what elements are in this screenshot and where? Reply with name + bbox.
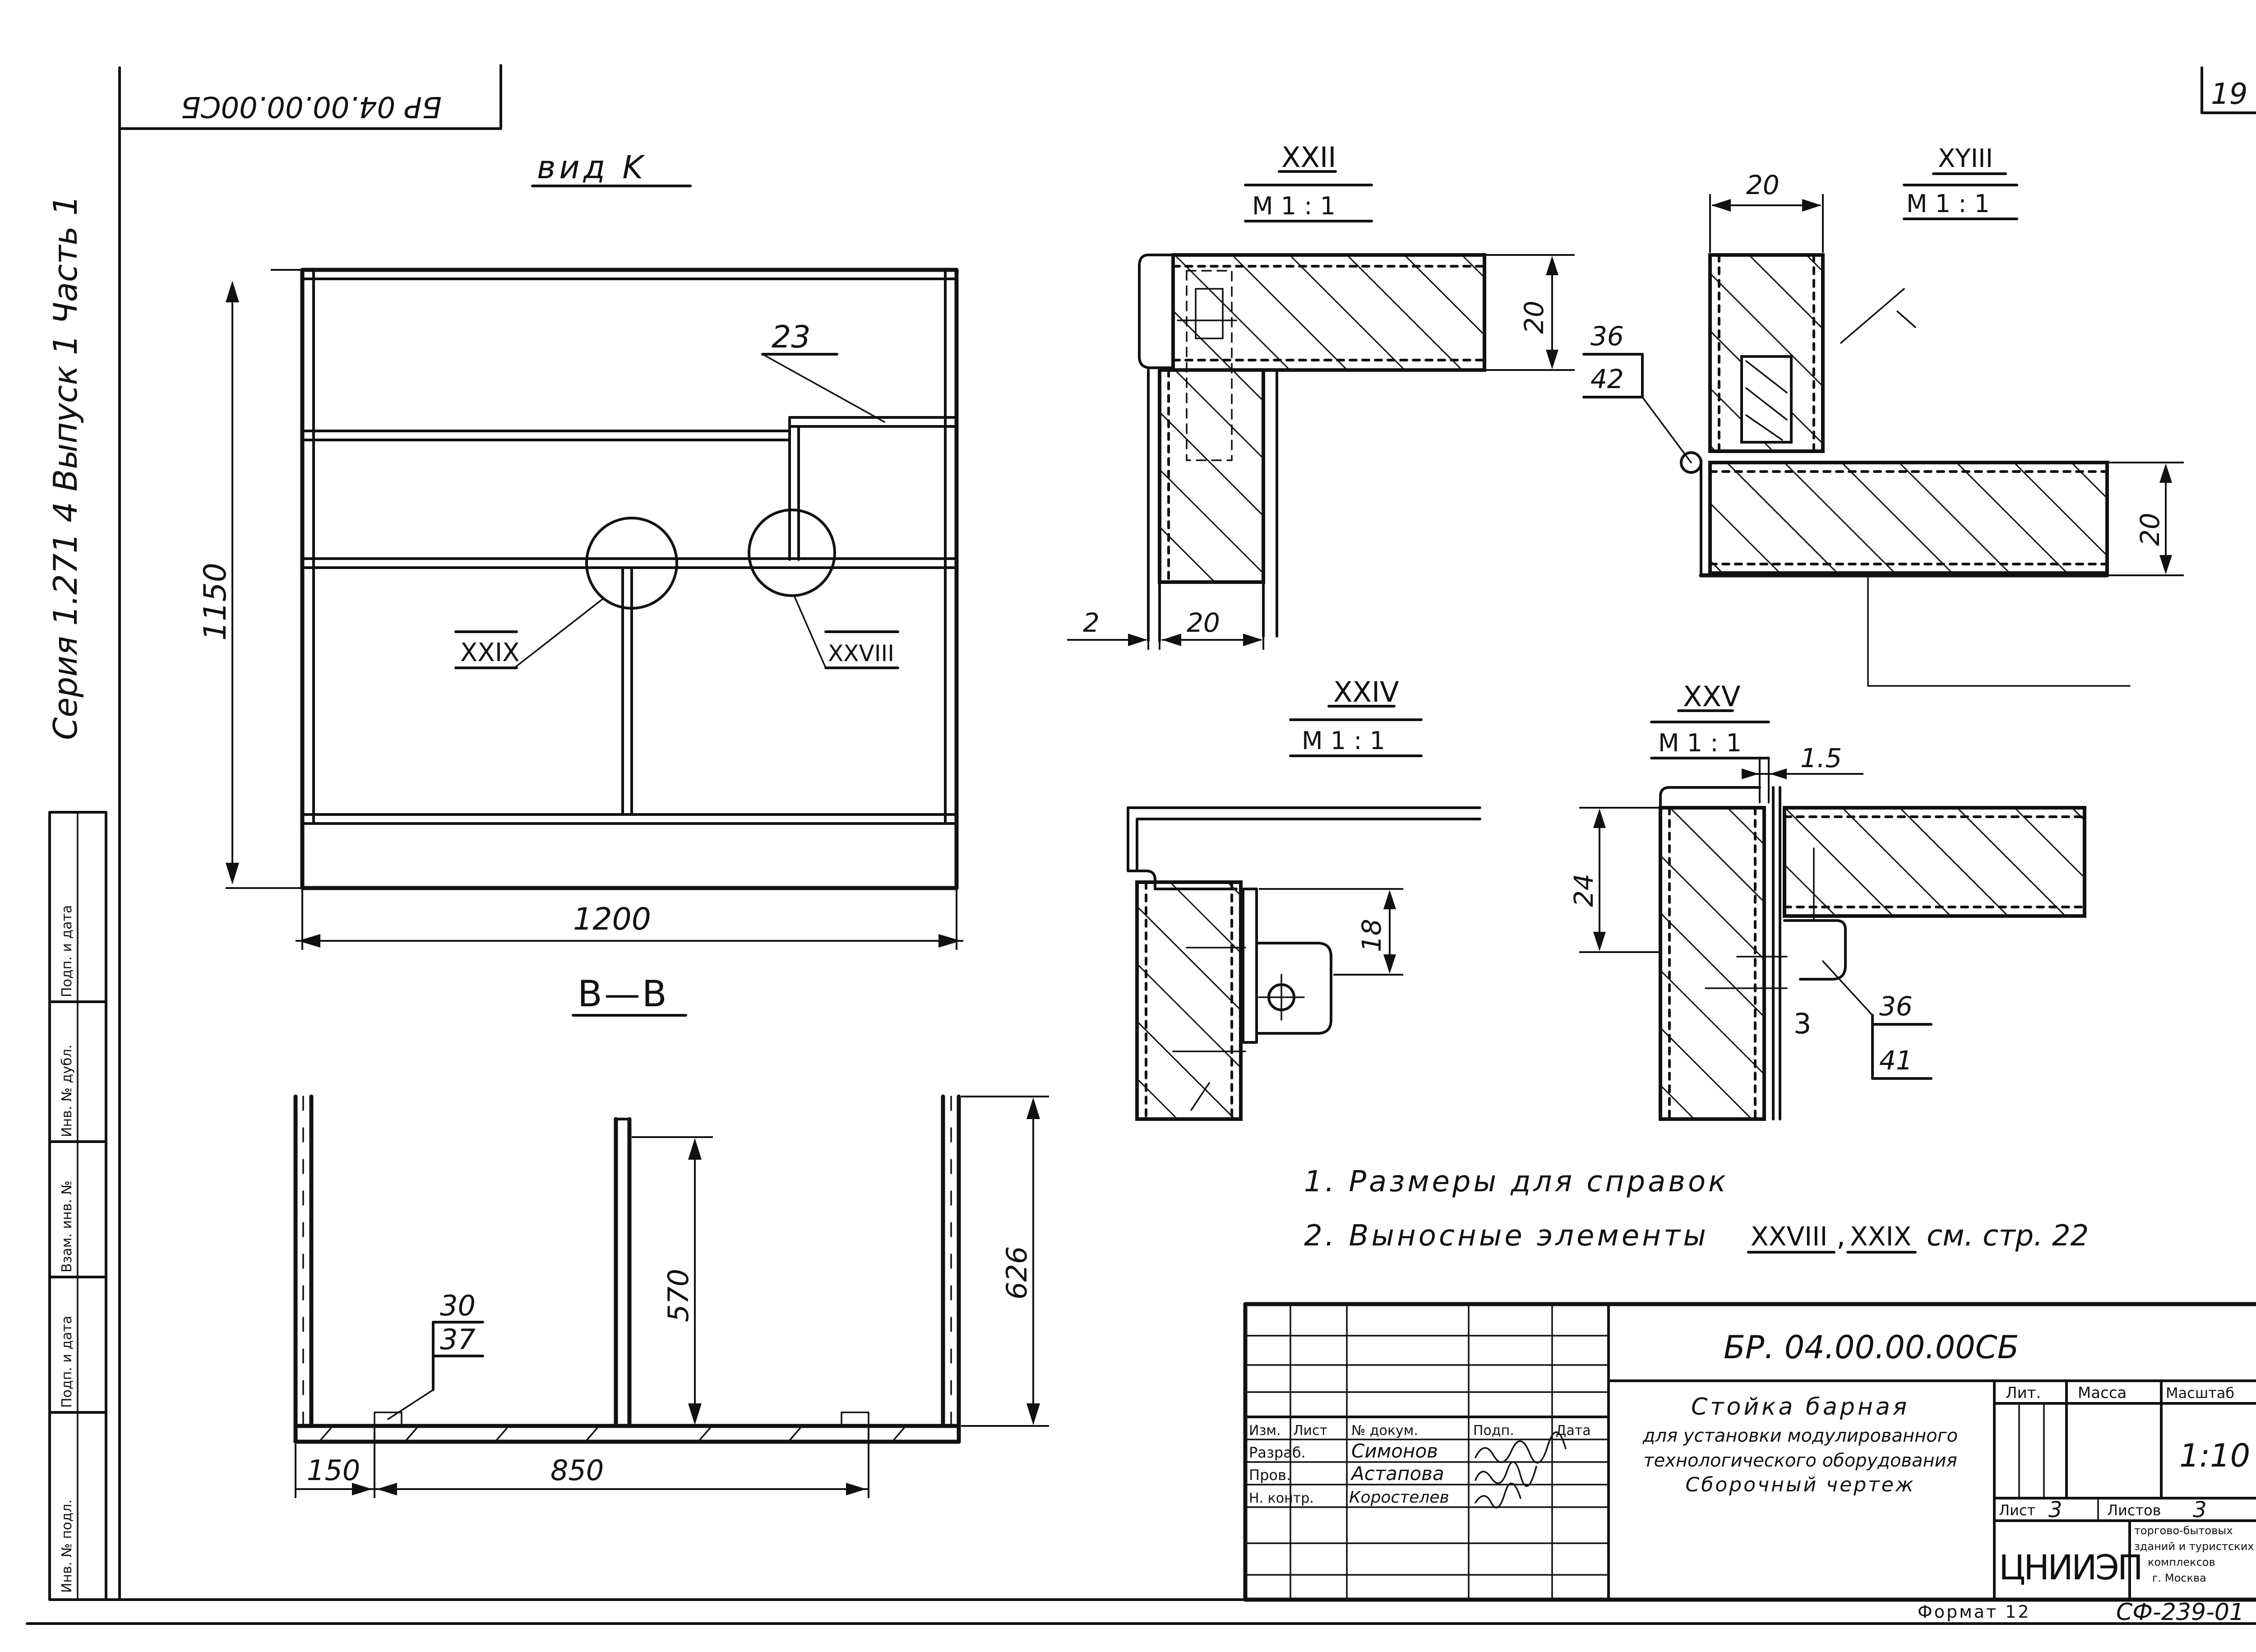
signature-nkontr: [1475, 1482, 1521, 1509]
detail-xviii-scale: М 1 : 1: [1906, 190, 1990, 218]
detail-xxiv-dim-18: 18: [1356, 919, 1387, 952]
detail-xxv-callout-36: 36: [1879, 991, 1913, 1022]
stamp-code-box: БР 04.00.00.00СБ: [118, 64, 502, 130]
detail-xxv-title: XXV: [1683, 680, 1740, 713]
page-number: 19: [2201, 66, 2256, 114]
tb-org-logo: ЦНИИЭП: [1999, 1547, 2141, 1587]
tb-hdr-doc: № докум.: [1351, 1423, 1418, 1439]
section-bb-dim-150: 150: [307, 1454, 360, 1487]
detail-xxii-dim-20-vertical: 20: [1519, 301, 1549, 334]
detail-xxv-dim-3: 3: [1794, 1007, 1811, 1040]
detail-xviii-dim-20-side: 20: [2135, 513, 2165, 546]
tb-role-nkontr: Н. контр.: [1249, 1490, 1314, 1506]
detail-xxv: XXV М 1 : 1 1.5 24 3: [1568, 680, 2086, 1121]
tb-scale-value: 1:10: [2179, 1437, 2250, 1474]
side-stamp-cell-1: Инв. № подл.: [59, 1499, 75, 1593]
side-stamp: Инв. № подл. Подп. и дата Взам. инв. № И…: [48, 811, 107, 1601]
section-bb-title: В—В: [578, 973, 669, 1015]
view-k-callout-23: 23: [772, 319, 811, 355]
side-stamp-cell-3: Взам. инв. №: [59, 1180, 75, 1273]
tb-org-line-4: г. Москва: [2152, 1572, 2206, 1584]
note-line-2-prefix: 2. Выносные элементы: [1304, 1219, 1709, 1253]
note-line-2-ref2: XXIX: [1850, 1221, 1911, 1252]
side-stamp-cell-2: Подп. и дата: [59, 1316, 75, 1408]
detail-xxii-scale: М 1 : 1: [1252, 192, 1336, 220]
detail-xxv-callout-41: 41: [1879, 1045, 1913, 1076]
note-line-2-sep: ,: [1836, 1219, 1845, 1253]
tb-name-line-3: технологического оборудования: [1643, 1450, 1957, 1471]
detail-xxiv-title: XXIV: [1333, 676, 1399, 708]
section-bb-dim-850: 850: [550, 1454, 604, 1487]
tb-sheets-value: 3: [2193, 1497, 2207, 1522]
tb-massa-label: Масса: [2078, 1384, 2127, 1402]
title-block: Изм. Лист № докум. Подп. Дата Разраб. Пр…: [1243, 1302, 2256, 1602]
tb-sheets-label: Листов: [2107, 1502, 2161, 1519]
detail-xviii-callout-42: 42: [1590, 364, 1624, 394]
section-bb: В—В 30 37: [293, 973, 1049, 1498]
tb-name-line-1: Стойка барная: [1691, 1393, 1909, 1421]
section-bb-dim-626: 626: [1000, 1246, 1033, 1300]
detail-xviii: XYIII М 1 : 1 20 36 42: [1582, 144, 2184, 687]
tb-org-line-3: комплексов: [2148, 1556, 2215, 1569]
detail-xxv-dim-1-5: 1.5: [1800, 743, 1842, 773]
tb-name-line-2: для установки модулированного: [1642, 1425, 1958, 1446]
section-bb-callout-37: 37: [440, 1323, 476, 1356]
tb-role-razrab: Разраб.: [1249, 1444, 1306, 1461]
note-line-2-ref1: XXVIII: [1751, 1221, 1827, 1252]
detail-xxii-dim-2: 2: [1083, 607, 1100, 638]
footer-format: Формат 12: [1918, 1602, 2031, 1622]
stamp-code-text: БР 04.00.00.00СБ: [181, 90, 442, 123]
detail-xxii-dim-20-horizontal: 20: [1187, 607, 1220, 638]
tb-lit-label: Лит.: [2006, 1384, 2041, 1402]
page-number-text: 19: [2211, 78, 2247, 111]
view-k-callout-xxviii: XXVIII: [828, 640, 894, 666]
detail-xxii-title: XXII: [1281, 141, 1336, 174]
signature-prov: [1475, 1461, 1537, 1487]
detail-xviii-callout-36: 36: [1590, 321, 1624, 352]
tb-doc-code: БР. 04.00.00.00СБ: [1724, 1329, 2019, 1366]
notes: 1. Размеры для справок 2. Выносные элеме…: [1304, 1165, 2089, 1254]
tb-org-line-1: торгово-бытовых: [2134, 1524, 2233, 1537]
view-k-callout-xxix: XXIX: [460, 638, 520, 667]
series-text: Серия 1.271 4 Выпуск 1 Часть 1: [46, 195, 84, 740]
view-k-dim-1200: 1200: [573, 902, 651, 937]
tb-hdr-podp: Подп.: [1473, 1423, 1514, 1439]
note-line-1: 1. Размеры для справок: [1304, 1165, 1729, 1199]
detail-xxv-dim-24: 24: [1568, 874, 1599, 907]
tb-name-razrab: Симонов: [1351, 1440, 1438, 1462]
section-bb-dim-570: 570: [662, 1269, 695, 1322]
view-k-title: вид K: [537, 149, 647, 186]
detail-xviii-dim-20-top: 20: [1746, 170, 1780, 200]
tb-masshtab-label: Масштаб: [2166, 1384, 2234, 1402]
tb-sheet-value: 3: [2048, 1497, 2062, 1522]
section-bb-callout-30: 30: [440, 1289, 476, 1322]
tb-role-prov: Пров.: [1249, 1467, 1291, 1484]
detail-xxiv: XXIV М 1 : 1 18: [1127, 676, 1481, 1121]
tb-name-nkontr: Коростелев: [1349, 1488, 1449, 1507]
side-stamp-cell-5: Подп. и дата: [59, 905, 75, 997]
view-k: вид K 23 XXIX: [198, 149, 963, 950]
footer-code: СФ-239-01: [2116, 1599, 2244, 1626]
tb-name-line-4: Сборочный чертеж: [1685, 1473, 1915, 1496]
tb-sheet-label: Лист: [1999, 1502, 2035, 1519]
side-stamp-cell-4: Инв. № дубл.: [59, 1045, 75, 1137]
tb-name-prov: Астапова: [1350, 1462, 1444, 1485]
tb-org-line-2: зданий и туристских: [2134, 1540, 2254, 1553]
signature-razrab: [1475, 1431, 1567, 1464]
tb-hdr-izm: Изм.: [1249, 1423, 1281, 1439]
note-line-2-suffix: см. стр. 22: [1927, 1219, 2089, 1253]
detail-xxiv-scale: М 1 : 1: [1302, 727, 1385, 755]
view-k-dim-1150: 1150: [198, 563, 233, 641]
detail-xxv-scale: М 1 : 1: [1658, 729, 1742, 757]
tb-hdr-list: Лист: [1293, 1423, 1327, 1439]
detail-xxii: XXII М 1 : 1 20: [1067, 141, 1575, 650]
detail-xviii-title: XYIII: [1938, 144, 1993, 173]
